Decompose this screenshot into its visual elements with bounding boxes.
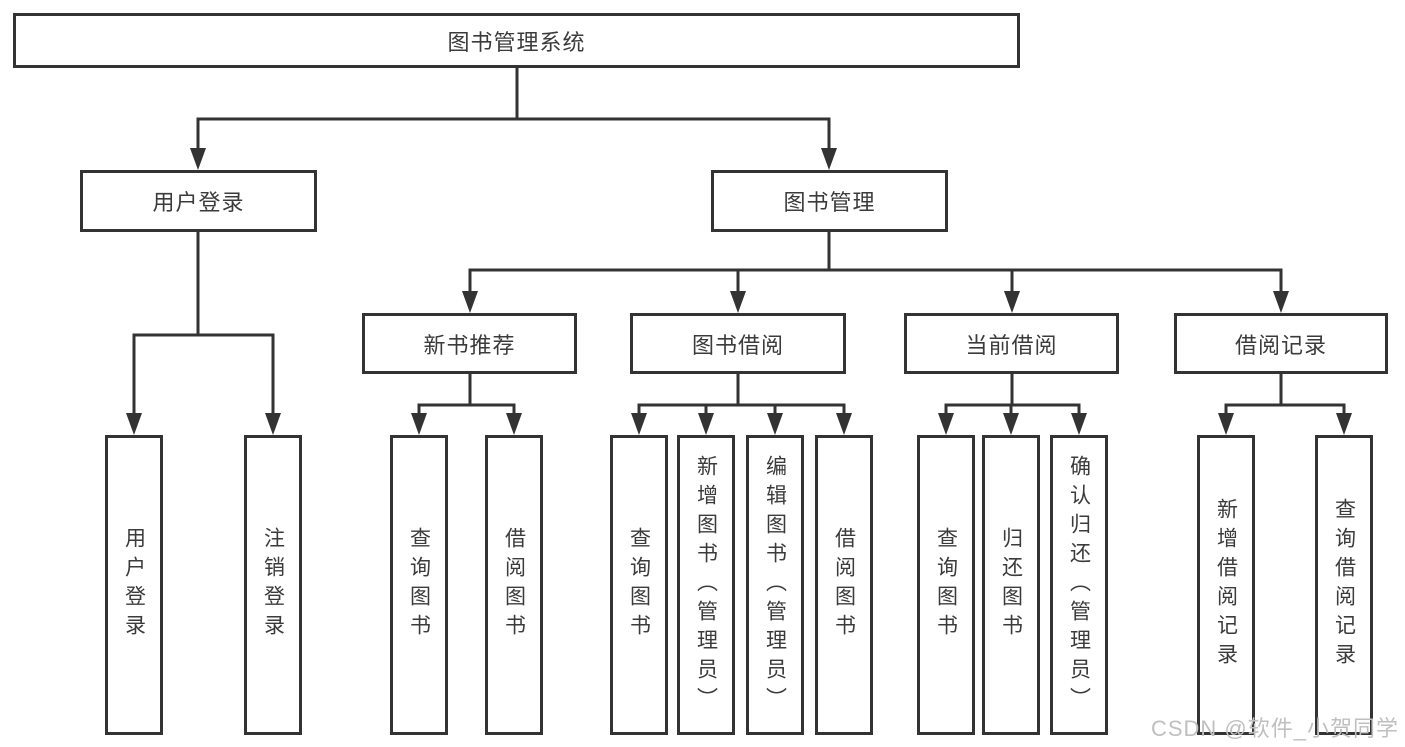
node-new-book-recommend: 新书推荐 xyxy=(362,313,577,374)
node-user-login: 用户登录 xyxy=(80,170,317,232)
leaf-logout-label: 注销登录 xyxy=(261,527,285,643)
leaf-user-login: 用户登录 xyxy=(105,435,163,735)
leaf-borrow-books-recommend-label: 借阅图书 xyxy=(502,527,526,643)
leaf-user-login-label: 用户登录 xyxy=(122,527,146,643)
leaf-logout: 注销登录 xyxy=(244,435,302,735)
node-root: 图书管理系统 xyxy=(13,13,1020,68)
leaf-borrow-books: 借阅图书 xyxy=(815,435,873,735)
leaf-query-books-current: 查询图书 xyxy=(917,435,975,735)
leaf-add-borrow-record: 新增借阅记录 xyxy=(1197,435,1255,735)
leaf-query-books-recommend: 查询图书 xyxy=(390,435,448,735)
leaf-query-borrow-record-label: 查询借阅记录 xyxy=(1332,498,1356,672)
leaf-edit-book-admin: 编辑图书（管理员） xyxy=(746,435,804,735)
node-book-borrowing: 图书借阅 xyxy=(630,313,846,374)
leaf-confirm-return-admin-label: 确认归还（管理员） xyxy=(1067,454,1091,716)
node-borrowing-records: 借阅记录 xyxy=(1174,313,1388,374)
leaf-query-books-borrow-label: 查询图书 xyxy=(627,527,651,643)
leaf-return-books: 归还图书 xyxy=(982,435,1040,735)
leaf-add-borrow-record-label: 新增借阅记录 xyxy=(1214,498,1238,672)
leaf-borrow-books-label: 借阅图书 xyxy=(832,527,856,643)
leaf-confirm-return-admin: 确认归还（管理员） xyxy=(1050,435,1108,735)
leaf-query-books-borrow: 查询图书 xyxy=(610,435,668,735)
node-current-borrowing: 当前借阅 xyxy=(904,313,1119,374)
leaf-edit-book-admin-label: 编辑图书（管理员） xyxy=(763,454,787,716)
leaf-borrow-books-recommend: 借阅图书 xyxy=(485,435,543,735)
watermark: CSDN @软件_小贺同学 xyxy=(1150,716,1399,741)
leaf-add-book-admin: 新增图书（管理员） xyxy=(677,435,735,735)
leaf-query-books-current-label: 查询图书 xyxy=(934,527,958,643)
leaf-return-books-label: 归还图书 xyxy=(999,527,1023,643)
leaf-query-books-recommend-label: 查询图书 xyxy=(407,527,431,643)
leaf-add-book-admin-label: 新增图书（管理员） xyxy=(694,454,718,716)
node-book-management: 图书管理 xyxy=(711,170,948,232)
leaf-query-borrow-record: 查询借阅记录 xyxy=(1315,435,1373,735)
